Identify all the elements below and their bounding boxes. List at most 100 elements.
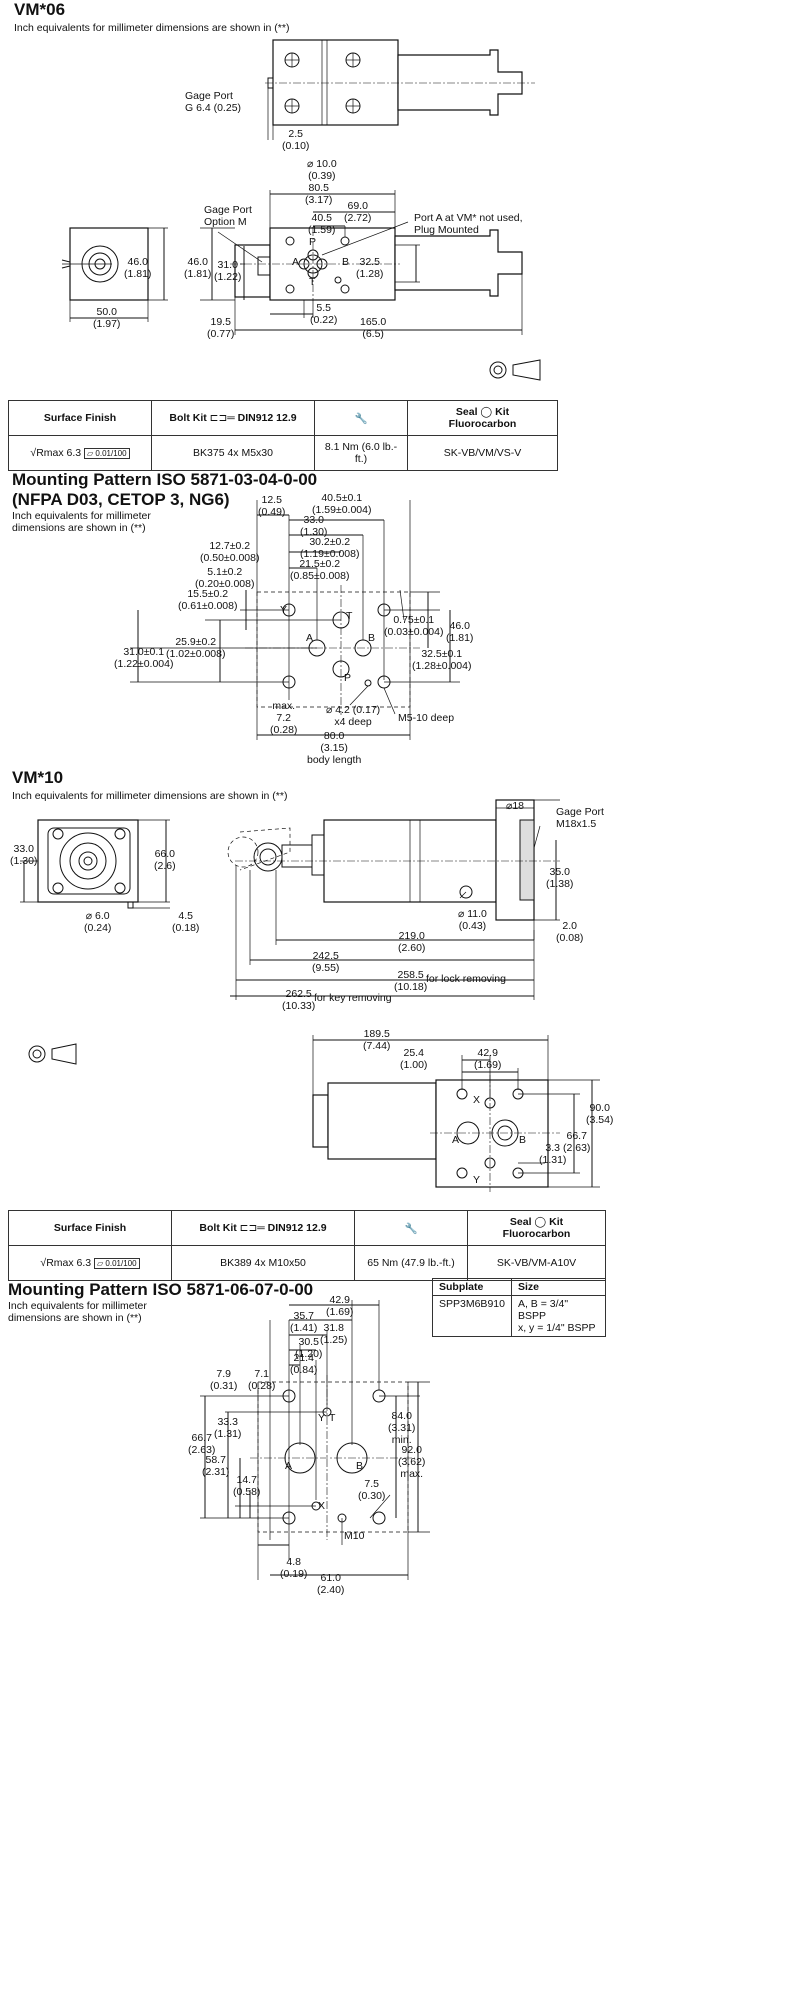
- o-ring-icon-2: ◯: [534, 1216, 547, 1228]
- port-b-4: B: [356, 1460, 364, 1472]
- vm06-end-view: [61, 227, 168, 322]
- td-seal-2: SK-VB/VM-A10V: [467, 1245, 606, 1281]
- section-title-iso03: Mounting Pattern ISO 5871-03-04-0-00: [12, 470, 318, 489]
- subplate-table: Subplate Size SPP3M6B910 A, B = 3/4" BSP…: [432, 1278, 607, 1337]
- port-a-2: A: [306, 632, 314, 644]
- port-y-4: Y: [318, 1412, 326, 1424]
- dim-46-b: 46.0 (1.81): [184, 256, 212, 280]
- dim-7.5: 7.5 (0.30): [358, 1478, 386, 1502]
- port-a: A: [292, 256, 300, 268]
- th-bolt-2: Bolt Kit ⊏⊐═ DIN912 12.9: [171, 1210, 355, 1246]
- flatness-symbol-2: ▱ 0.01/100: [94, 1258, 140, 1269]
- vm10-front-view: [312, 1035, 600, 1192]
- dim-42.9: 42.9 (1.69): [474, 1047, 502, 1071]
- bolt-icon-2: ⊏⊐═: [239, 1222, 265, 1234]
- dim-33: 33.0 (1.30): [300, 514, 328, 538]
- seal-icon-1: [489, 359, 541, 381]
- wrench-icon: 🔧: [354, 412, 368, 425]
- section-subtitle-iso03: (NFPA D03, CETOP 3, NG6): [12, 490, 230, 509]
- dim-31-tol: 31.0±0.1 (1.22±0.004): [114, 646, 174, 670]
- lock-note: for lock removing: [426, 973, 506, 985]
- gage-port-m18: Gage Port M18x1.5: [556, 806, 604, 830]
- dim-0.75: 0.75±0.1 (0.03±0.004): [384, 614, 444, 638]
- thread-m10: M10: [344, 1530, 365, 1542]
- dim-4.5: 4.5 (0.18): [172, 910, 200, 934]
- dim-2.5: 2.5 (0.10): [282, 128, 310, 152]
- th-torque-2: 🔧: [354, 1210, 468, 1246]
- dim-66.7-b: 66.7 (2.63): [188, 1432, 216, 1456]
- wrench-icon-2: 🔧: [404, 1222, 418, 1235]
- td-bolt: BK375 4x M5x30: [151, 435, 315, 471]
- vm10-side-view: [227, 799, 560, 1000]
- surface-symbol-icon: √: [30, 447, 37, 459]
- port-y-3: Y: [473, 1174, 481, 1186]
- port-p: P: [309, 236, 317, 248]
- gage-port-label: Gage Port G 6.4 (0.25): [185, 90, 242, 114]
- dim-262.5: 262.5 (10.33): [282, 988, 316, 1012]
- vm10-end-view: [20, 819, 170, 909]
- dim-35: 35.0 (1.38): [546, 866, 574, 890]
- dim-5.5: 5.5 (0.22): [310, 302, 338, 326]
- dim-31: 31.0 (1.22): [214, 259, 242, 283]
- dim-dia-4.2: ⌀ 4.2 (0.17) x4 deep: [326, 704, 381, 728]
- dim-66.7: 66.7 (2.63): [563, 1130, 591, 1154]
- port-a-note: Port A at VM* not used, Plug Mounted: [414, 212, 523, 236]
- gage-port-m-label: Gage Port Option M: [204, 204, 252, 228]
- dim-46: 46.0 (1.81): [446, 620, 474, 644]
- dim-21.4: 21.4 (0.84): [290, 1352, 318, 1376]
- port-t: T: [309, 276, 316, 288]
- port-t-4: T: [329, 1412, 336, 1424]
- td-seal: SK-VB/VM/VS-V: [407, 435, 558, 471]
- port-x-3: X: [473, 1094, 481, 1106]
- dim-40.5: 40.5 (1.59): [308, 212, 336, 236]
- dim-50: 50.0 (1.97): [93, 306, 121, 330]
- dim-32.5-tol: 32.5±0.1 (1.28±0.004): [412, 648, 472, 672]
- port-b-2: B: [368, 632, 376, 644]
- dim-dia-11: ⌀ 11.0 (0.43): [458, 908, 487, 932]
- dim-7.1: 7.1 (0.28): [248, 1368, 276, 1392]
- dim-3.3: 3.3 (1.31): [539, 1142, 567, 1166]
- dim-80.5: 80.5 (3.17): [305, 182, 333, 206]
- seal-icon-2: [28, 1043, 77, 1065]
- bolt-icon: ⊏⊐═: [209, 412, 235, 424]
- section-title-vm06: VM*06: [14, 0, 66, 19]
- inch-note: Inch equivalents for millimeter dimensio…: [14, 22, 290, 34]
- dim-219: 219.0 (2.60): [398, 930, 426, 954]
- dim-dia-18: ⌀18: [506, 800, 525, 812]
- dim-80-body: 80.0 (3.15) body length: [307, 730, 362, 766]
- th-surface-2: Surface Finish: [8, 1210, 172, 1246]
- key-note: for key removing: [314, 992, 392, 1004]
- inch-note-3: Inch equivalents for millimeter dimensio…: [12, 790, 288, 802]
- inch-note-2: Inch equivalents for millimeter dimensio…: [12, 510, 151, 534]
- surface-symbol-icon-2: √: [40, 1257, 47, 1269]
- dim-69: 69.0 (2.72): [344, 200, 372, 224]
- dim-61: 61.0 (2.40): [317, 1572, 345, 1596]
- dim-46-a: 46.0 (1.81): [124, 256, 152, 280]
- spec-table-vm06: Surface Finish Bolt Kit ⊏⊐═ DIN912 12.9 …: [8, 400, 558, 471]
- dim-25.9: 25.9±0.2 (1.02±0.008): [166, 636, 226, 660]
- dim-19.5: 19.5 (0.77): [207, 316, 235, 340]
- td-torque-2: 65 Nm (47.9 lb.-ft.): [354, 1245, 468, 1281]
- dim-4.8: 4.8 (0.19): [280, 1556, 308, 1580]
- dim-30.2: 30.2±0.2 (1.19±0.008): [300, 536, 360, 560]
- section-title-iso06: Mounting Pattern ISO 5871-06-07-0-00: [8, 1280, 314, 1299]
- th-surface: Surface Finish: [8, 400, 152, 436]
- port-a-3: A: [452, 1134, 460, 1146]
- flatness-symbol: ▱ 0.01/100: [84, 448, 130, 459]
- port-x-4: X: [318, 1500, 326, 1512]
- section-title-vm10: VM*10: [12, 768, 64, 787]
- dim-m5: M5-10 deep: [398, 712, 455, 724]
- dim-92-max: 92.0 (3.62) max.: [398, 1444, 426, 1480]
- dim-21.5: 21.5±0.2 (0.85±0.008): [290, 558, 350, 582]
- dim-258.5: 258.5 (10.18): [394, 969, 428, 993]
- dim-42.9-b: 42.9 (1.69): [326, 1294, 354, 1318]
- port-a-4: A: [285, 1460, 293, 1472]
- subplate-model: SPP3M6B910: [432, 1295, 512, 1337]
- th-bolt: Bolt Kit ⊏⊐═ DIN912 12.9: [151, 400, 315, 436]
- dim-58.7: 58.7 (2.31): [202, 1454, 230, 1478]
- dim-66: 66.0 (2.6): [154, 848, 176, 872]
- dim-84-min: 84.0 (3.31) min.: [388, 1410, 416, 1446]
